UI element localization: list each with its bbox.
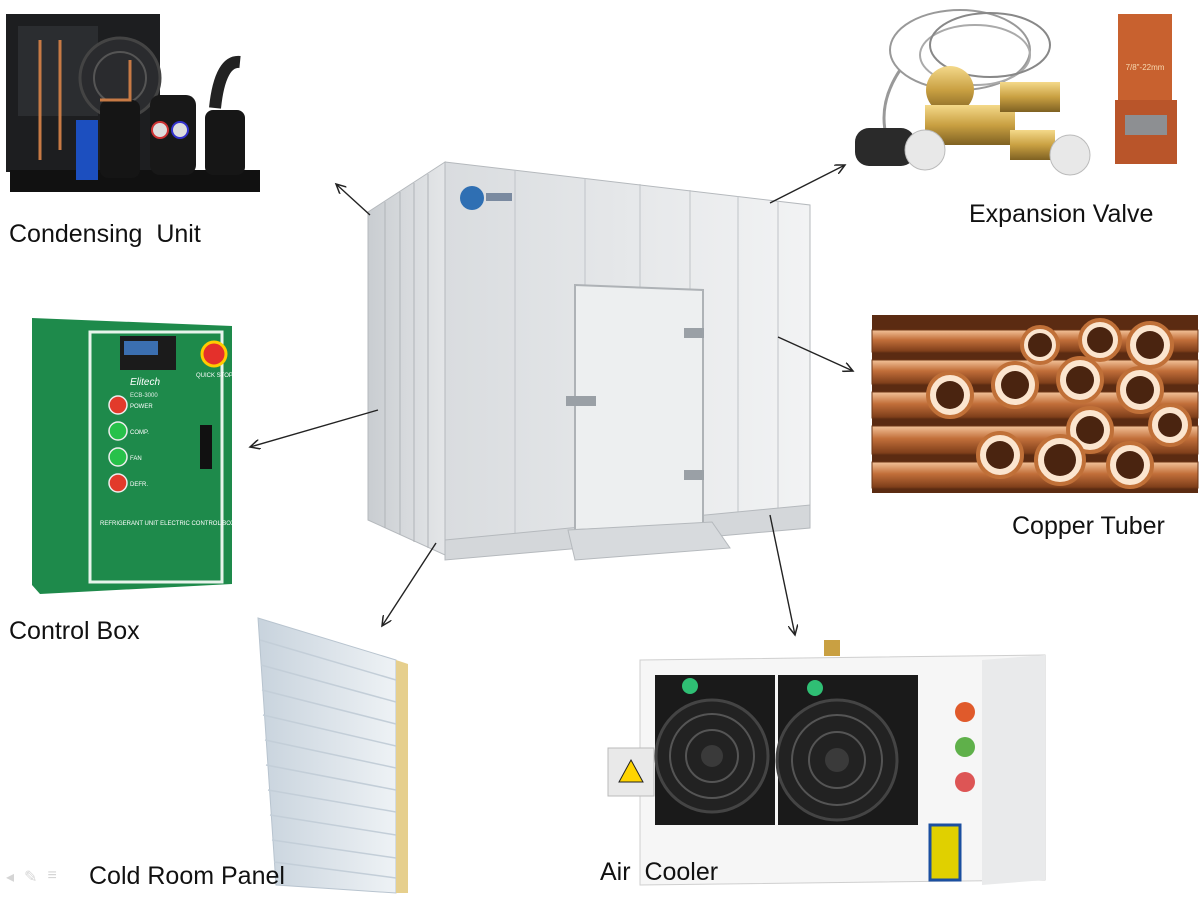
light-label-fan: FAN [130,456,142,462]
arrow-to-copper-tuber [777,336,853,371]
control-box-caption: REFRIGERANT UNIT ELECTRIC CONTROL BOX [100,521,235,527]
light-label-comp: COMP. [130,430,149,436]
air-cooler-illustration [607,640,1046,886]
label-control-box: Control Box [9,617,140,645]
light-label-power: POWER [130,404,153,410]
label-copper-tuber: Copper Tuber [1012,512,1165,540]
arrow-to-air-cooler [769,514,795,635]
label-cold-room-panel: Cold Room Panel [89,862,285,890]
cold-room-panel-illustration [257,617,408,894]
label-expansion-valve: Expansion Valve [969,200,1154,228]
control-box-brand: Elitech [130,377,160,388]
arrow-to-expansion-valve [769,165,845,204]
arrow-to-condensing-unit [336,184,371,216]
control-box-illustration: Elitech ECB-3000 QUICK STOP POWER COMP. … [32,318,235,594]
expansion-valve-illustration: 7/8"-22mm [855,9,1177,176]
pen-icon[interactable]: ✎ [24,869,38,886]
label-condensing-unit: Condensing Unit [9,220,201,248]
copper-tuber-illustration [871,315,1199,493]
label-air-cooler: Air Cooler [600,858,719,886]
menu-icon[interactable]: ≡ [47,867,57,884]
valve-tag-text: 7/8"-22mm [1126,63,1165,72]
control-box-model: ECB-3000 [130,393,158,399]
cold-room-illustration [367,161,811,561]
slide-nav: ◂ ✎ ≡ [6,867,57,887]
control-box-quick-stop: QUICK STOP [196,373,233,379]
condensing-unit-illustration [6,14,260,192]
light-label-defr: DEFR. [130,482,148,488]
arrow-to-control-box [250,409,379,447]
arrow-to-cold-room-panel [382,542,437,626]
previous-slide-icon[interactable]: ◂ [6,869,15,886]
